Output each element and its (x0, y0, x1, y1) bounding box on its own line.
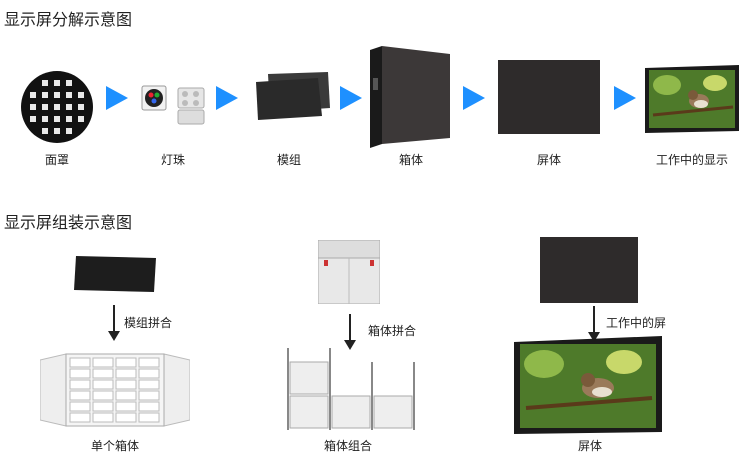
led-bead-image (138, 82, 208, 128)
arrow-right-icon (216, 86, 238, 110)
cabinet-image (370, 46, 452, 148)
step-label-cabinet: 箱体 (371, 151, 451, 168)
action-label-working-screen: 工作中的屏 (606, 314, 666, 331)
arrow-down-icon (342, 314, 358, 352)
result-label-single-cabinet: 单个箱体 (72, 437, 158, 454)
section2-title: 显示屏组装示意图 (4, 209, 132, 233)
cabinet-assembly-image (282, 348, 420, 430)
working-screen-image (514, 336, 662, 434)
screen-body-image (498, 60, 600, 134)
working-display-image (645, 65, 739, 133)
arrow-right-icon (106, 86, 128, 110)
action-label-cabinet-merge: 箱体拼合 (368, 322, 416, 339)
arrow-right-icon (463, 86, 485, 110)
cabinet-back-image (318, 240, 380, 304)
single-cabinet-image (40, 350, 190, 430)
mask-image (20, 70, 94, 144)
step-label-working: 工作中的显示 (640, 151, 744, 168)
section1-title: 显示屏分解示意图 (4, 6, 132, 30)
step-label-screen: 屏体 (509, 151, 589, 168)
arrow-right-icon (340, 86, 362, 110)
module-image (74, 254, 158, 294)
screen-body-image (540, 237, 638, 303)
arrow-right-icon (614, 86, 636, 110)
module-image (250, 70, 335, 120)
step-label-led: 灯珠 (133, 151, 213, 168)
step-label-module: 模组 (249, 151, 329, 168)
result-label-screen: 屏体 (547, 437, 633, 454)
arrow-down-icon (106, 305, 122, 343)
action-label-module-merge: 模组拼合 (124, 314, 172, 331)
result-label-cabinet-assembly: 箱体组合 (305, 437, 391, 454)
step-label-mask: 面罩 (17, 151, 97, 168)
